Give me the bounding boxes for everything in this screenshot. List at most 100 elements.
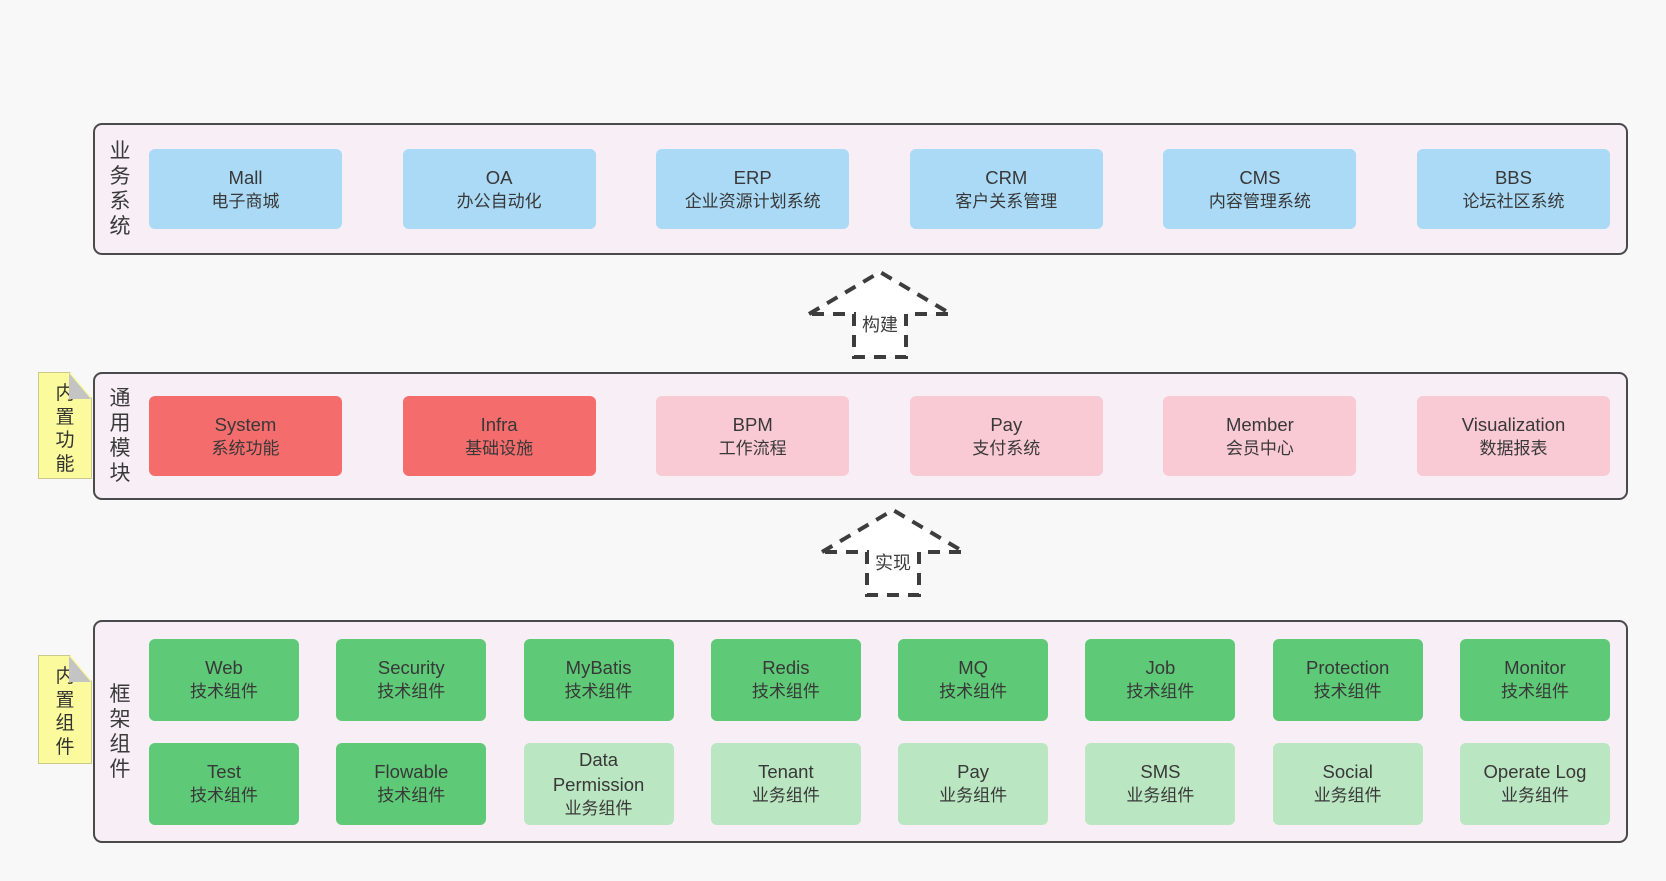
module-name: Infra (480, 413, 518, 435)
module-description: 技术组件 (939, 682, 1008, 701)
module-box-protection: Protection 技术组件 (1272, 638, 1423, 721)
module-box-bpm: BPM 工作流程 (656, 396, 850, 476)
section-label-business-systems: 业务系统 (109, 140, 131, 238)
module-description: 工作流程 (718, 438, 787, 458)
module-description: 技术组件 (190, 786, 258, 805)
module-description: 客户关系管理 (955, 191, 1058, 211)
module-name: Visualization (1461, 413, 1566, 435)
module-name: SMS (1140, 761, 1181, 782)
module-description: 数据报表 (1479, 438, 1548, 458)
module-box-job: Job 技术组件 (1085, 638, 1236, 721)
module-name: Tenant (758, 761, 814, 782)
arrow-shape (818, 507, 968, 597)
section-framework-components: 框架组件 Web 技术组件 Security 技术组件 MyBatis 技术组件 Redis 技… (93, 620, 1628, 843)
module-box-operate-log: Operate Log 业务组件 (1459, 742, 1610, 825)
module-box-social: Social 业务组件 (1272, 742, 1423, 825)
module-box-mall: Mall 电子商城 (149, 149, 342, 229)
module-box-oa: OA 办公自动化 (402, 149, 596, 229)
folded-corner-icon (69, 373, 91, 399)
module-description: 业务组件 (564, 798, 633, 818)
module-description: 电子商城 (211, 191, 280, 211)
module-description: 基础设施 (465, 438, 534, 458)
module-box-sms: SMS 业务组件 (1085, 742, 1236, 825)
module-box-data-permission: Data Permission 业务组件 (523, 742, 674, 825)
module-name: Test (207, 761, 241, 782)
module-name: MyBatis (565, 657, 632, 678)
module-name: Data Permission (552, 748, 645, 795)
module-name: BPM (732, 413, 773, 435)
module-description: 技术组件 (1126, 682, 1195, 701)
module-box-infra: Infra 基础设施 (402, 396, 596, 476)
module-description: 论坛社区系统 (1462, 191, 1565, 211)
module-description: 业务组件 (939, 786, 1008, 805)
module-name: Operate Log (1483, 761, 1587, 782)
module-description: 技术组件 (751, 682, 820, 701)
module-description: 支付系统 (972, 438, 1041, 458)
module-name: Flowable (374, 761, 449, 782)
module-name: Security (377, 657, 445, 678)
module-name: OA (485, 166, 513, 188)
module-name: Job (1145, 657, 1176, 678)
module-box-redis: Redis 技术组件 (710, 638, 861, 721)
module-description: 技术组件 (1500, 682, 1569, 701)
module-box-erp: ERP 企业资源计划系统 (656, 149, 850, 229)
sticky-note-label: 内置组件 (55, 666, 75, 758)
module-box-visualization: Visualization 数据报表 (1416, 396, 1610, 476)
module-name: Social (1322, 761, 1373, 782)
module-description: 会员中心 (1225, 438, 1294, 458)
module-box-test: Test 技术组件 (149, 742, 299, 825)
module-description: 业务组件 (751, 786, 820, 805)
module-box-crm: CRM 客户关系管理 (909, 149, 1103, 229)
module-description: 技术组件 (377, 682, 446, 701)
arrow-shape (805, 269, 955, 359)
module-box-web: Web 技术组件 (149, 638, 299, 721)
build-arrow-icon: 构建 (805, 269, 955, 359)
implement-arrow-label: 实现 (875, 553, 911, 573)
module-box-mq: MQ 技术组件 (898, 638, 1049, 721)
module-name: CMS (1239, 166, 1281, 188)
module-description: 办公自动化 (456, 191, 542, 211)
module-name: Monitor (1504, 657, 1566, 678)
module-description: 业务组件 (1500, 786, 1569, 805)
module-name: Protection (1306, 657, 1390, 678)
module-name: Member (1225, 413, 1294, 435)
module-description: 技术组件 (377, 786, 446, 805)
folded-corner-icon (69, 656, 91, 682)
module-description: 内容管理系统 (1208, 191, 1311, 211)
section-common-modules: 通用模块 System 系统功能 Infra 基础设施 BPM 工作流程 Pay 支付系统 Mem… (93, 372, 1628, 500)
module-name: BBS (1494, 166, 1532, 188)
module-box-tenant: Tenant 业务组件 (710, 742, 861, 825)
module-description: 技术组件 (190, 682, 258, 701)
module-name: Mall (228, 166, 263, 188)
module-name: Web (205, 657, 243, 678)
implement-arrow-icon: 实现 (818, 507, 968, 597)
module-box-bbs: BBS 论坛社区系统 (1416, 149, 1610, 229)
module-box-member: Member 会员中心 (1163, 396, 1357, 476)
module-name: CRM (985, 166, 1028, 188)
module-box-pay: Pay 业务组件 (898, 742, 1049, 825)
section-label-framework-components: 框架组件 (109, 682, 131, 781)
module-box-system: System 系统功能 (149, 396, 342, 476)
module-description: 企业资源计划系统 (684, 191, 821, 211)
module-box-mybatis: MyBatis 技术组件 (523, 638, 674, 721)
module-box-security: Security 技术组件 (336, 638, 487, 721)
module-box-flowable: Flowable 技术组件 (336, 742, 487, 825)
sticky-note-label: 内置功能 (55, 383, 75, 475)
module-description: 技术组件 (564, 682, 633, 701)
module-description: 系统功能 (211, 438, 280, 458)
module-name: MQ (958, 657, 989, 678)
module-box-monitor: Monitor 技术组件 (1459, 638, 1610, 721)
module-name: Pay (957, 761, 990, 782)
module-name: Pay (990, 413, 1023, 435)
module-box-cms: CMS 内容管理系统 (1163, 149, 1357, 229)
module-description: 技术组件 (1313, 682, 1382, 701)
section-label-common-modules: 通用模块 (109, 387, 131, 485)
module-description: 业务组件 (1126, 786, 1195, 805)
sticky-note-built-in-components: 内置组件 (38, 655, 92, 764)
module-name: System (214, 413, 277, 435)
module-name: Redis (762, 657, 810, 678)
sticky-note-built-in-features: 内置功能 (38, 372, 92, 479)
module-box-pay: Pay 支付系统 (909, 396, 1103, 476)
module-description: 业务组件 (1313, 786, 1382, 805)
module-name: ERP (733, 166, 772, 188)
